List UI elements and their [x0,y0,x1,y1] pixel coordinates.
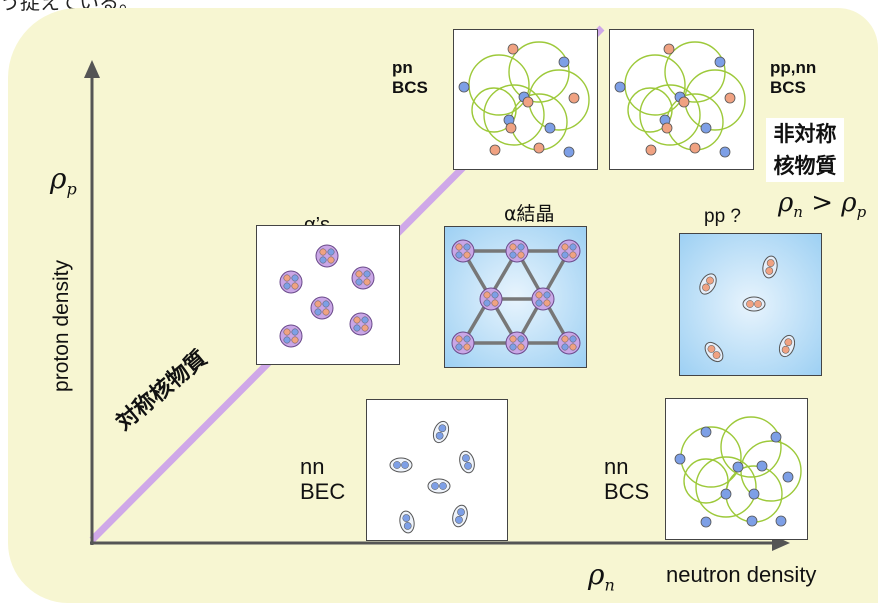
x-axis-symbol: ρn [588,558,615,595]
nn-bcs-illustration [674,416,802,528]
alpha-crystal-panel [444,226,587,368]
x-axis-label: neutron density [666,562,817,587]
y-axis-symbol: ρp [50,162,77,199]
pn-bcs-panel [453,29,598,170]
pp-illustration [695,254,798,366]
ppnn-bcs-panel [609,29,754,170]
y-axis-arrowhead [84,60,100,78]
alphas-illustration [279,244,375,348]
density-relation: ρn > ρp [778,188,867,222]
asymmetric-matter-label: 非対称 核物質 [766,118,844,182]
pp-label: pp ? [704,206,741,227]
nn-bec-panel [366,399,508,541]
nn-bec-illustration [389,418,478,535]
pn-bcs-illustration [458,41,590,158]
ppnn-bcs-illustration [614,41,746,158]
alpha-crystal-illustration [451,239,581,355]
y-axis-label: proton density [50,260,73,392]
pp-panel [679,233,822,376]
alpha-crystal-label: α結晶 [504,203,555,225]
nn-bcs-panel [665,398,808,540]
alphas-panel [256,225,400,365]
